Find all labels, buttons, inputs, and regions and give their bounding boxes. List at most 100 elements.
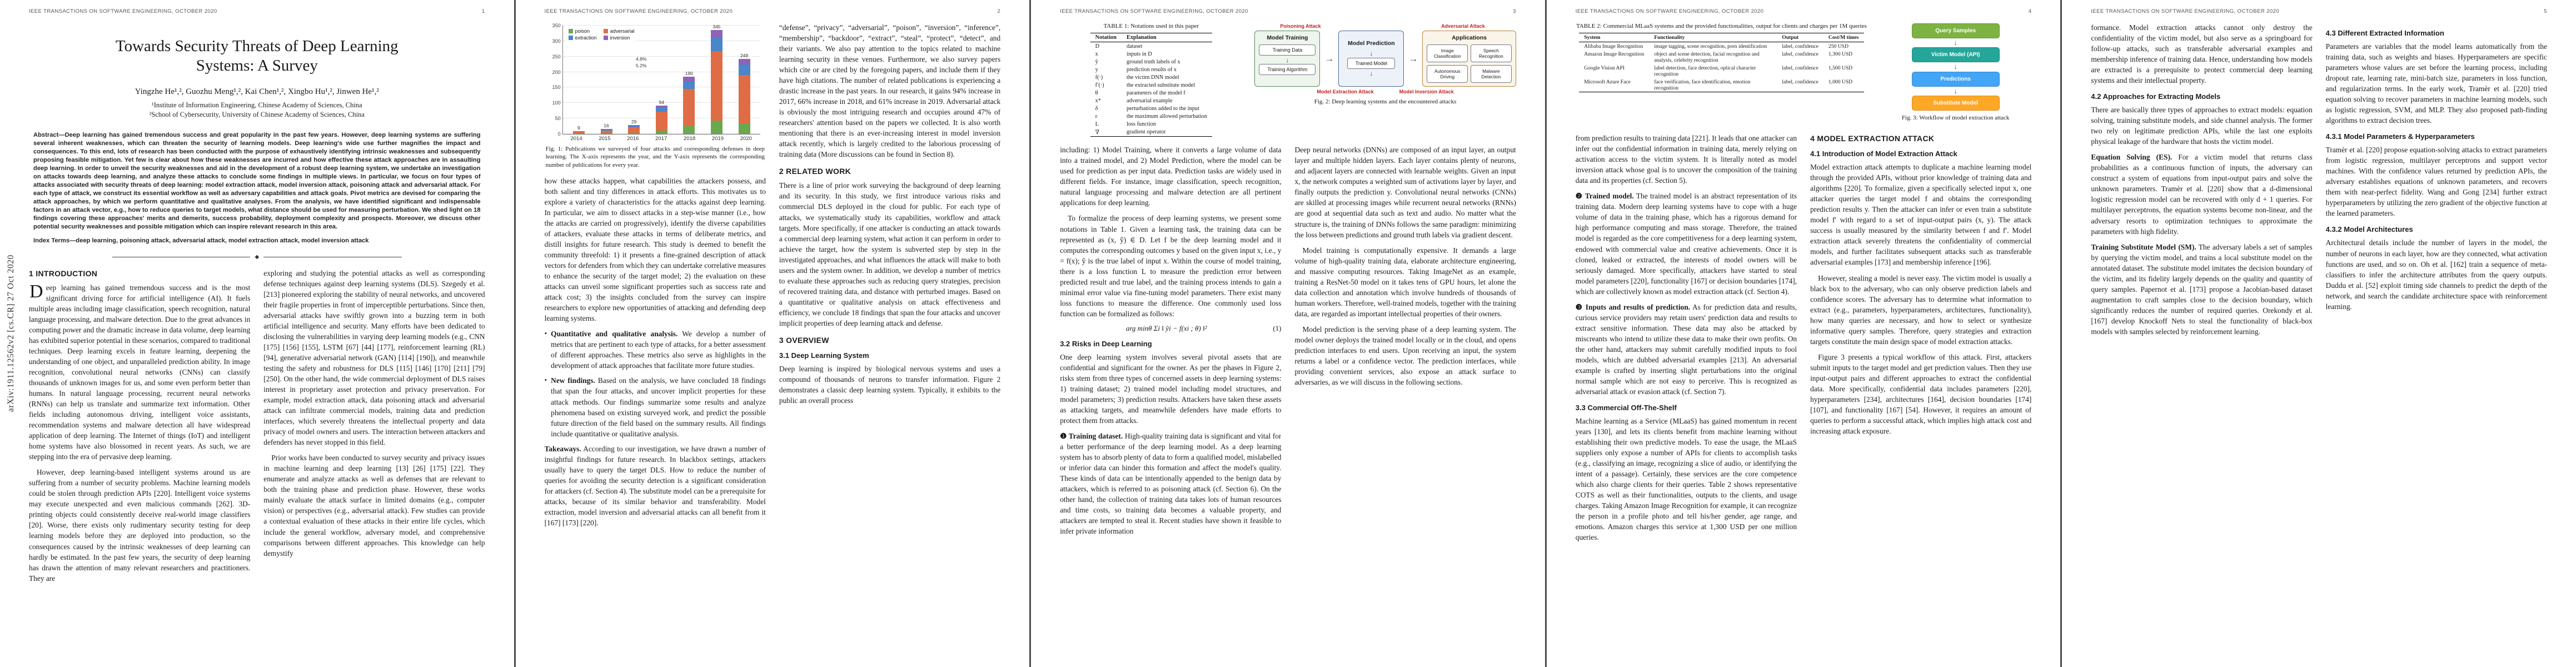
table-cell: x* [1095,97,1101,104]
running-head: IEEE TRANSACTIONS ON SOFTWARE ENGINEERIN… [1060,8,1248,14]
page-number: 2 [997,8,1001,14]
right-arrow-icon: → [1324,53,1334,64]
running-head-row: IEEE TRANSACTIONS ON SOFTWARE ENGINEERIN… [2091,8,2547,14]
fig2-prediction-title: Model Prediction [1348,40,1395,47]
attack-label-model-extraction: Model Extraction Attack [1317,89,1374,94]
paragraph: There is a line of prior work surveying … [779,181,1001,327]
attack-label-adversarial: Adversarial Attack [1441,23,1485,29]
subsection-heading-approaches: 4.2 Approaches for Extracting Models [2091,92,2221,101]
bar-segment-extraction [683,81,695,89]
paragraph: ❶ Training dataset. High-quality trainin… [1060,431,1281,536]
page3-top: TABLE 1: Notations used in this paper No… [1060,22,1516,140]
bullet-lead: Quantitative and qualitative analysis. [551,330,678,339]
approach-lead: Training Substitute Model (SM). [2091,242,2196,251]
table-2-caption: TABLE 2: Commercial MLaaS systems and th… [1576,23,1867,29]
paragraph: Prior works have been conducted to surve… [263,454,485,558]
index-terms: Index Terms—deep learning, poisoning att… [33,237,481,245]
fig2-app-speech-recognition: Speech Recognition [1471,44,1512,62]
table-cell: Microsoft Azure Face [1579,78,1650,93]
table-cell: image tagging, scene recognition, porn i… [1654,43,1767,49]
bar-stack [628,125,640,134]
table-2: TABLE 2: Commercial MLaaS systems and th… [1576,22,1867,128]
down-arrow-icon: ↓ [1369,49,1373,58]
table-row: ∇gradient operator [1090,128,1212,137]
bar-segment-poison [738,123,750,134]
fig2-training-algorithm-box: Training Algorithm [1259,64,1316,76]
column-header: Functionality [1649,33,1777,43]
table-cell: label, confidence [1777,78,1823,93]
page-4: IEEE TRANSACTIONS ON SOFTWARE ENGINEERIN… [1546,0,2061,667]
page2-column-right: “defense”, “privacy”, “adversarial”, “po… [779,22,1000,653]
authors-line: Yingzhe He¹,², Guozhu Meng¹,², Kai Chen¹… [134,87,379,96]
risk-text: High-quality training data is significan… [1060,432,1282,536]
bar-group: 345 [703,24,731,134]
table-row: x*adversarial example [1090,97,1212,104]
bar-total-label: 16 [604,123,609,129]
subsection-heading-mea-intro: 4.1 Introduction of Model Extraction Att… [1810,150,1957,158]
paragraph: Model training is computationally expens… [1294,246,1516,318]
paragraph: ❷ Trained model. The trained model is an… [1576,191,1797,296]
bar-stack [738,58,750,134]
fig2-panel-model-training: Model Training Training Data ↓ Training … [1254,31,1321,87]
risk-lead: ❸ Inputs and results of prediction. [1575,302,1691,311]
table-cell: 1,300 USD [1828,51,1853,57]
bar-segment-inversion [683,76,695,82]
paragraph: Parameters are variables that the model … [2325,42,2547,125]
fig2-attacks-top: Poisoning Attack Adversarial Attack [1254,23,1516,31]
figure-2: Poisoning Attack Adversarial Attack Mode… [1254,22,1516,140]
subsection-heading-extracted-info: 4.3 Different Extracted Information [2325,29,2444,37]
bar-segment-inversion [655,106,667,108]
subsubsection-heading-params: 4.3.1 Model Parameters & Hyperparameters [2325,132,2475,141]
fig3-flow: Query Samples↓Victim Model (API)↓Predict… [1909,23,2003,111]
page3-column-right: Deep neural networks (DNNs) are composed… [1294,145,1516,653]
page5-column-right: 4.3 Different Extracted Information Para… [2326,22,2547,653]
bar-stack [600,129,612,134]
fig2-app-malware-detection: Malware Detection [1471,65,1512,83]
bar-segment-adversarial [683,88,695,127]
bullet-icon: • [544,376,547,385]
table-cell: f(·) [1095,74,1103,81]
bar-segment-poison [655,130,667,134]
y-tick-label: 50 [555,116,561,122]
contribution-bullet: • Quantitative and qualitative analysis.… [545,328,766,371]
table-cell: label detection, face detection, optical… [1654,64,1756,77]
legend-label: adversarial [610,28,635,34]
fig2-attacks-bottom: Model Extraction Attack Model Inversion … [1254,89,1516,94]
bar-group: 190 [675,71,703,134]
approach-text: The adversary labels a set of samples by… [2091,242,2313,336]
index-terms-label: Index Terms— [33,237,76,244]
page-number: 1 [481,8,485,14]
risk-text: As for prediction data and results, curi… [1575,302,1797,396]
abstract: Abstract—Deep learning has gained tremen… [33,131,481,231]
down-arrow-icon: ↓ [1954,62,1957,71]
approach-text: For a victim model that returns class pr… [2091,153,2313,236]
legend-swatch-icon [603,36,608,40]
arxiv-stamp: arXiv:1911.12562v2 [cs.CR] 27 Oct 2020 [0,0,22,667]
down-arrow-icon: ↓ [1954,86,1957,95]
bar-segment-extraction [710,37,723,51]
takeaways-text: According to our investigation, we have … [544,444,766,527]
fig1-annotations: 4.8%5.2% [636,56,646,68]
table-cell: y [1095,66,1098,73]
risk-lead: ❶ Training dataset. [1060,432,1123,441]
page-2: IEEE TRANSACTIONS ON SOFTWARE ENGINEERIN… [515,0,1030,667]
bar-total-label: 249 [740,52,749,58]
bar-total-label: 345 [712,23,721,29]
paragraph: Takeaways. According to our investigatio… [545,444,766,528]
legend-label: poison [575,28,590,34]
bar-segment-poison [572,133,585,134]
paragraph: Architectural details include the number… [2325,238,2547,311]
table-1: TABLE 1: Notations used in this paper No… [1060,22,1242,140]
x-tick-label: 2020 [740,136,752,142]
page-number: 4 [2028,8,2032,14]
table-cell: dataset [1126,43,1143,49]
table-cell: 1,500 USD [1828,64,1853,71]
